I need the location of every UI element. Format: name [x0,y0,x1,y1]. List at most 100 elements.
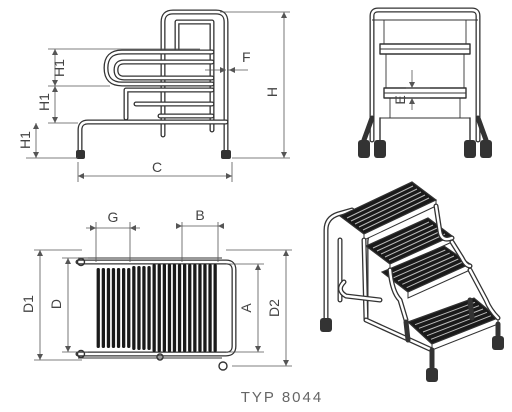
top-view: G B D1 D [20,207,292,371]
label-d1: D1 [20,295,36,313]
tread-slat [193,264,197,352]
label-g: G [108,209,119,225]
front-view: E [358,7,492,158]
iso-foot-caps [320,318,504,382]
front-step-upper [379,43,471,88]
tread-slat [172,264,177,352]
dimension-e [406,70,430,110]
label-h1-bottom: H1 [17,131,33,149]
label-a: A [238,303,254,313]
iso-foot-3 [492,336,504,350]
tread-groove [414,301,476,326]
tread-slat [96,268,100,348]
top-outer-frame [75,257,237,371]
iso-foot-1 [320,318,332,332]
dimension-c [77,162,233,182]
iso-tread-3 [380,245,472,299]
tube-end-4 [156,353,164,361]
tread-slat [208,264,212,352]
tube-end-3 [218,361,228,371]
foot-cap-front [76,150,85,159]
dimension-d2 [226,249,292,367]
tread-slat [183,264,187,352]
tread-slat [147,266,151,350]
tread-groove [354,191,422,225]
dimension-d1 [34,249,82,361]
tread-slat [142,266,146,350]
foot-cap-3 [464,140,476,158]
tread-slat [116,268,121,348]
label-h: H [264,87,280,97]
dimension-g [86,222,140,262]
tread-groove [380,227,438,255]
front-outer-frame [369,7,481,143]
tread-slat [177,264,182,352]
label-h1-middle: H1 [36,93,52,111]
tread-groove [397,255,455,282]
iso-side-rails [338,203,501,375]
label-e: E [392,95,408,104]
tread-groove [384,230,442,258]
side-step-rail-lower [123,87,215,121]
label-d2: D2 [266,299,282,317]
dimension-a [226,263,264,353]
tread-slat [198,264,202,352]
label-c: C [152,159,162,175]
tread-groove [430,315,492,340]
dimension-d [62,257,88,353]
side-step-rail-upper [103,49,215,87]
foot-cap-4 [480,140,492,158]
iso-tread-4 [406,297,500,351]
tread-slat [111,268,116,348]
tread-groove [389,249,446,275]
tread-slat [101,268,105,348]
tread-groove [426,311,488,337]
tread-slat [188,264,192,352]
model-caption: TYP 8044 [241,389,323,406]
tube-end-2 [76,349,86,359]
tread-groove [372,221,430,249]
dimension-b [176,222,224,262]
isometric-view [320,181,504,382]
tread-groove [402,258,459,285]
tread-groove [406,261,463,289]
dimension-h1-chain [26,48,200,159]
tread-slat [106,268,111,348]
tread-slat [127,268,131,348]
label-h1-top: H1 [51,59,67,77]
tread-slat [132,266,136,350]
iso-tread-1 [338,181,438,241]
label-d: D [48,299,64,309]
tread-groove [376,224,434,252]
tread-slat [157,264,161,352]
label-b: B [195,207,204,223]
dimension-h [220,11,290,159]
tread-slat [162,264,166,352]
top-treads [96,264,217,352]
tube-end-1 [76,257,86,267]
tread-groove [346,185,414,219]
tread-groove [358,194,426,228]
foot-cap-2 [374,140,386,158]
tread-slat [122,268,126,348]
label-f: F [242,49,251,65]
tread-slat [213,264,217,352]
tread-slat [167,264,172,352]
front-legs [361,115,489,143]
dimension-f [205,67,248,73]
tread-groove [393,252,450,279]
iso-foot-2 [426,368,438,382]
side-view: H1 H1 H1 F H C [17,9,290,182]
foot-cap-rear [221,150,231,159]
side-base-frame [76,119,231,159]
front-foot-caps [358,140,492,158]
tread-slat [137,266,141,350]
tread-groove [388,233,446,261]
tread-slat [152,264,156,352]
tread-groove [350,188,418,222]
foot-cap-1 [358,140,370,158]
tread-slat [203,264,207,352]
tread-groove [362,197,430,231]
